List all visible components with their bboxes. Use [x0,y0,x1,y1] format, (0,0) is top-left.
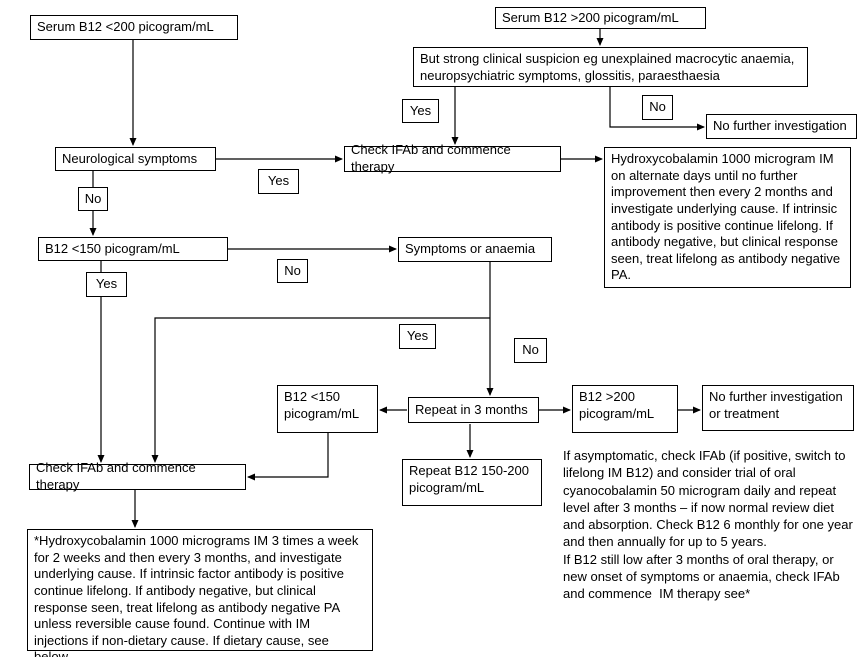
node-b12-under-150-repeat: B12 <150 picogram/mL [277,385,378,433]
node-check-ifab-bottom: Check IFAb and commence therapy [29,460,246,492]
label-yes-b12-150: Yes [86,272,127,297]
label-yes-symptoms: Yes [399,324,436,349]
label-no-b12-150: No [277,259,308,283]
node-check-ifab-top: Check IFAb and commence therapy [344,142,561,174]
node-hydroxycobalamin-alternate-days: Hydroxycobalamin 1000 microgram IM on al… [604,147,851,288]
node-no-further-investigation: No further investigation [706,114,857,139]
arrow-suspicion-no-to-noinvestigation [609,87,705,131]
node-b12-under-150: B12 <150 picogram/mL [38,237,228,261]
note-asymptomatic-oral-therapy: If asymptomatic, check IFAb (if positive… [563,448,853,602]
node-serum-b12-high: Serum B12 >200 picogram/mL [495,7,706,29]
label-no-neurological: No [78,187,108,211]
node-repeat-b12-150-200: Repeat B12 150-200 picogram/mL [402,459,542,506]
arrow-b12150repeat-to-checkifab-bottom [247,433,329,481]
label-no-symptoms: No [514,338,547,363]
label-yes-suspicion: Yes [402,99,439,123]
label-no-suspicion: No [642,95,673,120]
node-repeat-in-3-months: Repeat in 3 months [408,397,539,423]
node-serum-b12-low: Serum B12 <200 picogram/mL [30,15,238,40]
node-symptoms-or-anaemia: Symptoms or anaemia [398,237,552,262]
arrow-symptoms-yes-to-checkifab-bottom [151,317,490,463]
node-b12-over-200-repeat: B12 >200 picogram/mL [572,385,678,433]
node-clinical-suspicion: But strong clinical suspicion eg unexpla… [413,47,808,87]
node-no-further-investigation-or-treatment: No further investigation or treatment [702,385,854,431]
label-yes-neurological: Yes [258,169,299,194]
node-neurological-symptoms: Neurological symptoms [55,147,216,171]
node-hydroxycobalamin-weekly: *Hydroxycobalamin 1000 micrograms IM 3 t… [27,529,373,657]
